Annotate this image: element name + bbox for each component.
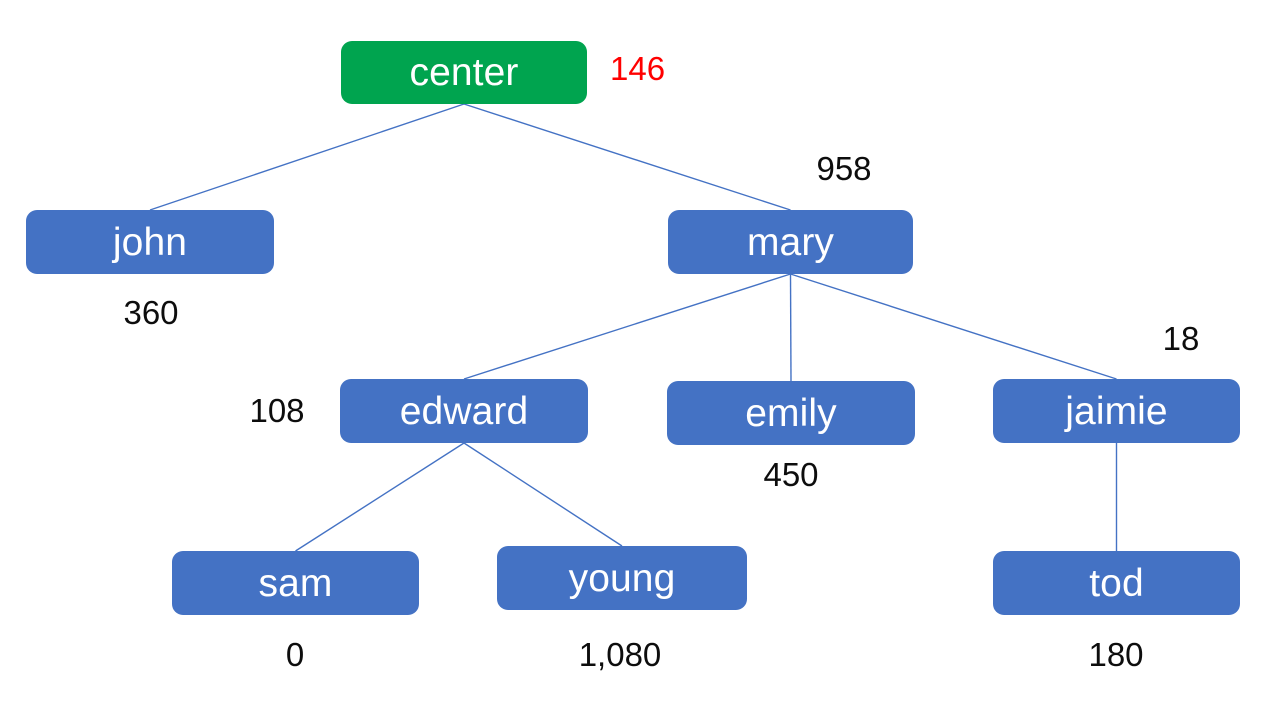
- tree-node-label: emily: [745, 391, 837, 435]
- center-value: 146: [610, 50, 666, 87]
- tree-edge-edward-sam: [295, 442, 465, 552]
- tree-node-label: jaimie: [1065, 389, 1168, 433]
- emily-value: 450: [763, 456, 819, 493]
- tree-node-sam[interactable]: sam: [172, 551, 419, 615]
- tree-node-center[interactable]: center: [341, 41, 587, 104]
- tree-node-jaimie[interactable]: jaimie: [993, 379, 1240, 443]
- tree-node-edward[interactable]: edward: [340, 379, 588, 443]
- edward-value: 108: [249, 392, 305, 429]
- tree-node-label: mary: [746, 220, 835, 264]
- tree-edge-center-john: [149, 103, 465, 211]
- mary-value: 958: [816, 150, 872, 187]
- tree-node-emily[interactable]: emily: [667, 381, 915, 445]
- tree-node-label: edward: [399, 389, 529, 433]
- tree-edge-mary-edward: [463, 273, 791, 380]
- tree-node-john[interactable]: john: [26, 210, 274, 274]
- tree-edge-center-mary: [463, 103, 791, 211]
- tree-node-label: tod: [1089, 561, 1144, 605]
- sam-value: 0: [285, 636, 305, 673]
- tree-edge-edward-young: [463, 442, 623, 547]
- tree-node-label: young: [568, 556, 676, 600]
- tree-node-mary[interactable]: mary: [668, 210, 913, 274]
- tod-value: 180: [1088, 636, 1144, 673]
- tree-node-tod[interactable]: tod: [993, 551, 1240, 615]
- tree-node-label: john: [112, 220, 188, 264]
- tree-node-label: sam: [258, 561, 333, 605]
- young-value: 1,080: [578, 636, 662, 673]
- tree-edge-mary-jaimie: [790, 273, 1117, 380]
- john-value: 360: [123, 294, 179, 331]
- tree-node-young[interactable]: young: [497, 546, 747, 610]
- tree-edge-mary-emily: [789, 273, 792, 382]
- tree-node-label: center: [409, 51, 519, 94]
- jaimie-value: 18: [1162, 320, 1200, 357]
